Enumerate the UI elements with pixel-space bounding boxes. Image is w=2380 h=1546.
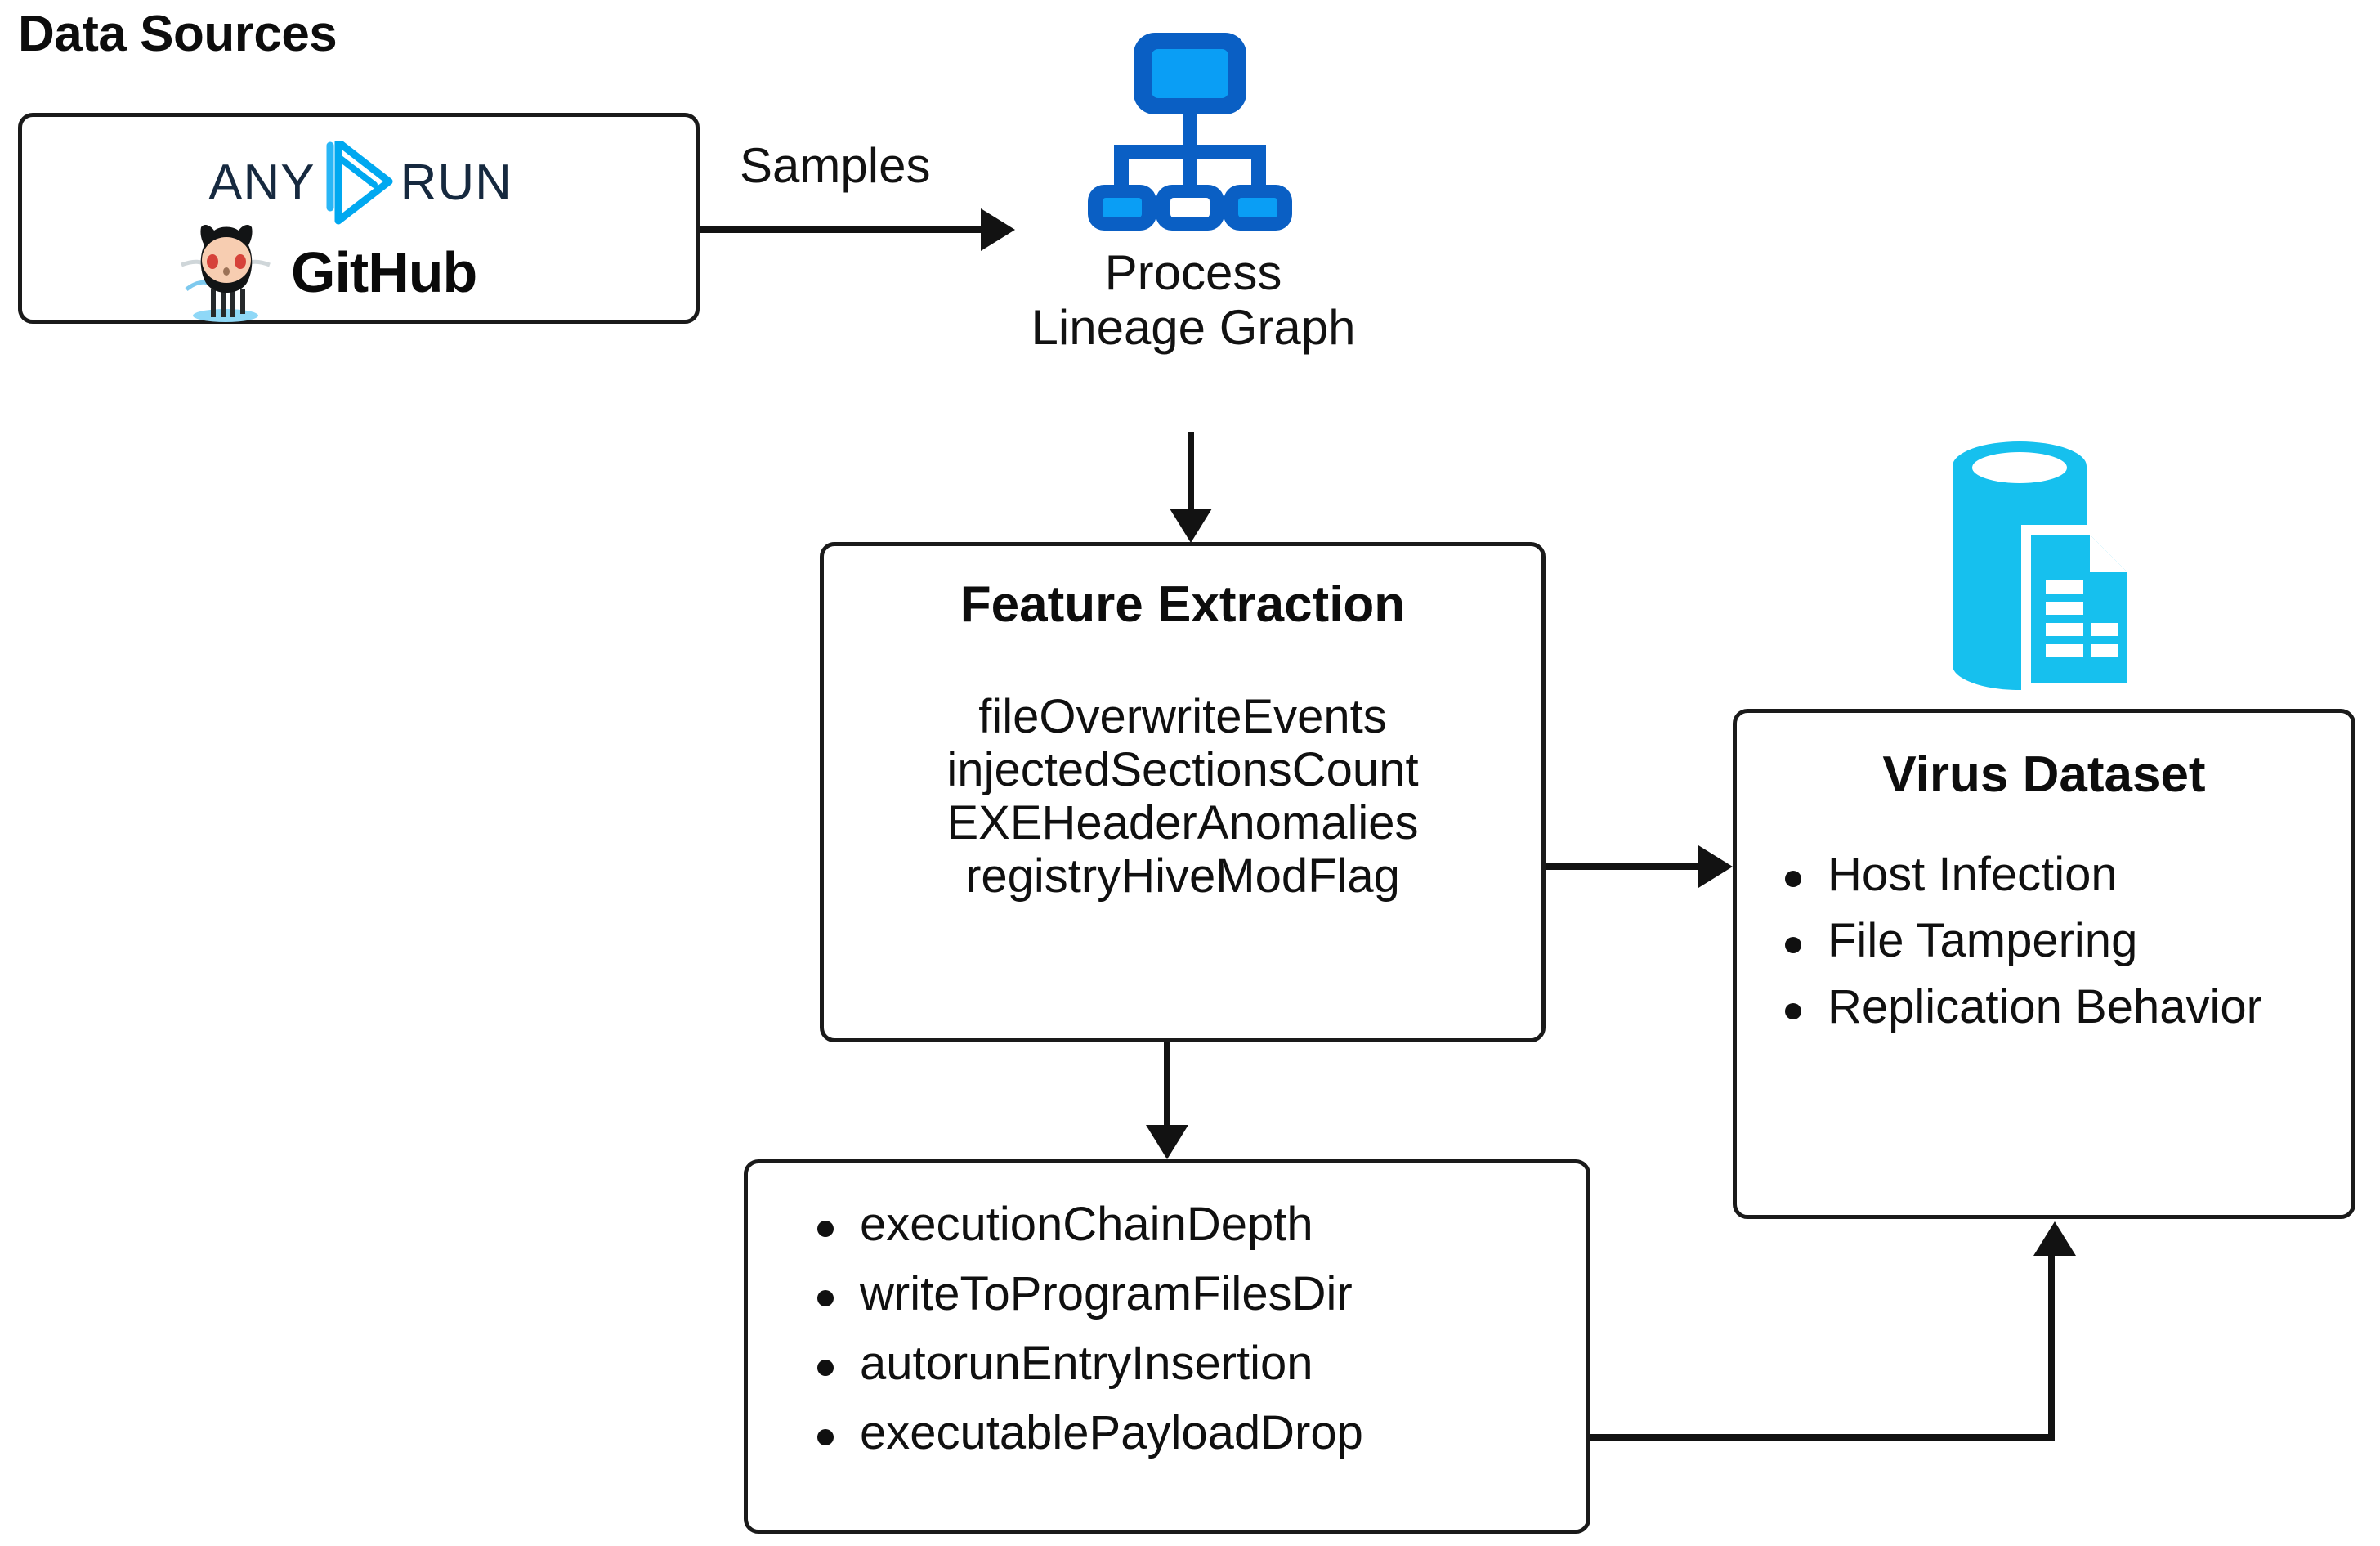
bullet-icon xyxy=(1785,871,1801,888)
features-to-dataset-line xyxy=(1546,863,1701,870)
feature-extraction-list: fileOverwriteEvents injectedSectionsCoun… xyxy=(820,690,1546,903)
features-to-behavior-line xyxy=(1164,1042,1170,1131)
behavior-to-dataset-line-vertical xyxy=(2048,1256,2055,1437)
anyrun-text-left: ANY xyxy=(208,155,315,211)
behavior-feature-item: writeToProgramFilesDir xyxy=(809,1267,1577,1321)
bullet-icon xyxy=(1785,937,1801,954)
virus-dataset-box xyxy=(1733,709,2355,1219)
github-wordmark: GitHub xyxy=(291,240,477,304)
octocat-icon xyxy=(172,221,280,324)
samples-arrow-right-icon xyxy=(981,208,1015,251)
bullet-icon xyxy=(817,1429,834,1446)
process-lineage-caption: Process Lineage Graph xyxy=(956,245,1430,355)
database-document-icon xyxy=(1925,432,2155,701)
samples-connector-line xyxy=(700,226,984,233)
behavior-feature-item: executionChainDepth xyxy=(809,1198,1577,1252)
features-to-behavior-arrow-down-icon xyxy=(1146,1125,1188,1159)
behavior-feature-item: autorunEntryInsertion xyxy=(809,1337,1577,1391)
behavior-feature-item: executablePayloadDrop xyxy=(809,1406,1577,1460)
virus-dataset-list: Host Infection File Tampering Replicatio… xyxy=(1777,848,2349,1047)
behavior-to-dataset-arrow-up-icon xyxy=(2033,1221,2076,1256)
anyrun-play-triangle-icon xyxy=(319,138,397,226)
feature-item: fileOverwriteEvents xyxy=(978,690,1387,743)
feature-extraction-box xyxy=(820,542,1546,1042)
feature-extraction-heading: Feature Extraction xyxy=(960,576,1406,633)
process-lineage-caption-line2: Lineage Graph xyxy=(1031,300,1356,356)
feature-item: registryHiveModFlag xyxy=(965,849,1400,903)
data-sources-title: Data Sources xyxy=(18,6,338,62)
virus-dataset-item: Replication Behavior xyxy=(1777,980,2349,1034)
virus-dataset-heading: Virus Dataset xyxy=(1882,746,2206,803)
behavior-features-box xyxy=(744,1159,1590,1534)
bullet-icon xyxy=(1785,1003,1801,1020)
features-to-dataset-arrow-right-icon xyxy=(1698,845,1733,888)
bullet-icon xyxy=(817,1221,834,1238)
feature-item: injectedSectionsCount xyxy=(946,742,1419,796)
lineage-to-features-arrow-down-icon xyxy=(1170,509,1212,543)
process-lineage-caption-line1: Process xyxy=(1104,245,1282,300)
data-sources-box xyxy=(18,113,700,324)
org-chart-icon xyxy=(1083,26,1297,231)
behavior-to-dataset-line-horizontal xyxy=(1590,1434,2055,1441)
samples-label: Samples xyxy=(740,138,931,193)
anyrun-text-right: RUN xyxy=(400,155,512,211)
github-logo: GitHub xyxy=(172,219,515,325)
bullet-icon xyxy=(817,1360,834,1377)
lineage-to-features-line xyxy=(1188,432,1194,513)
virus-dataset-item: File Tampering xyxy=(1777,914,2349,968)
anyrun-logo: ANY RUN xyxy=(201,138,520,225)
behavior-features-list: executionChainDepth writeToProgramFilesD… xyxy=(809,1198,1577,1477)
feature-item: EXEHeaderAnomalies xyxy=(946,795,1419,849)
bullet-icon xyxy=(817,1290,834,1307)
virus-dataset-item: Host Infection xyxy=(1777,848,2349,902)
